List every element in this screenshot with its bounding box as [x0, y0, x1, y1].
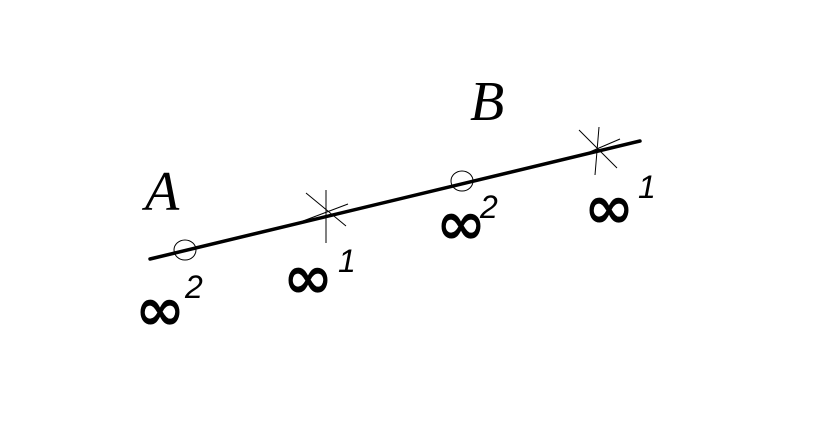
infinity-label-3: ∞ 2	[436, 189, 498, 259]
circle-marker	[173, 239, 197, 261]
infinity-label-2: ∞ 1	[283, 243, 356, 313]
exponent: 2	[184, 269, 203, 305]
label-a: A	[141, 161, 180, 223]
infinity-symbol: ∞	[135, 275, 185, 345]
label-b: B	[470, 71, 504, 133]
exponent: 1	[638, 169, 656, 205]
circle-marker	[450, 170, 474, 192]
exponent: 2	[479, 189, 498, 225]
infinity-symbol: ∞	[584, 173, 634, 243]
cross-marker	[302, 190, 349, 243]
cross-marker	[577, 126, 621, 176]
infinity-label-4: ∞ 1	[584, 169, 656, 243]
infinity-symbol: ∞	[283, 243, 333, 313]
infinity-symbol: ∞	[436, 189, 486, 259]
main-line	[148, 139, 642, 261]
exponent: 1	[338, 243, 356, 279]
infinity-label-1: ∞ 2	[135, 269, 203, 345]
